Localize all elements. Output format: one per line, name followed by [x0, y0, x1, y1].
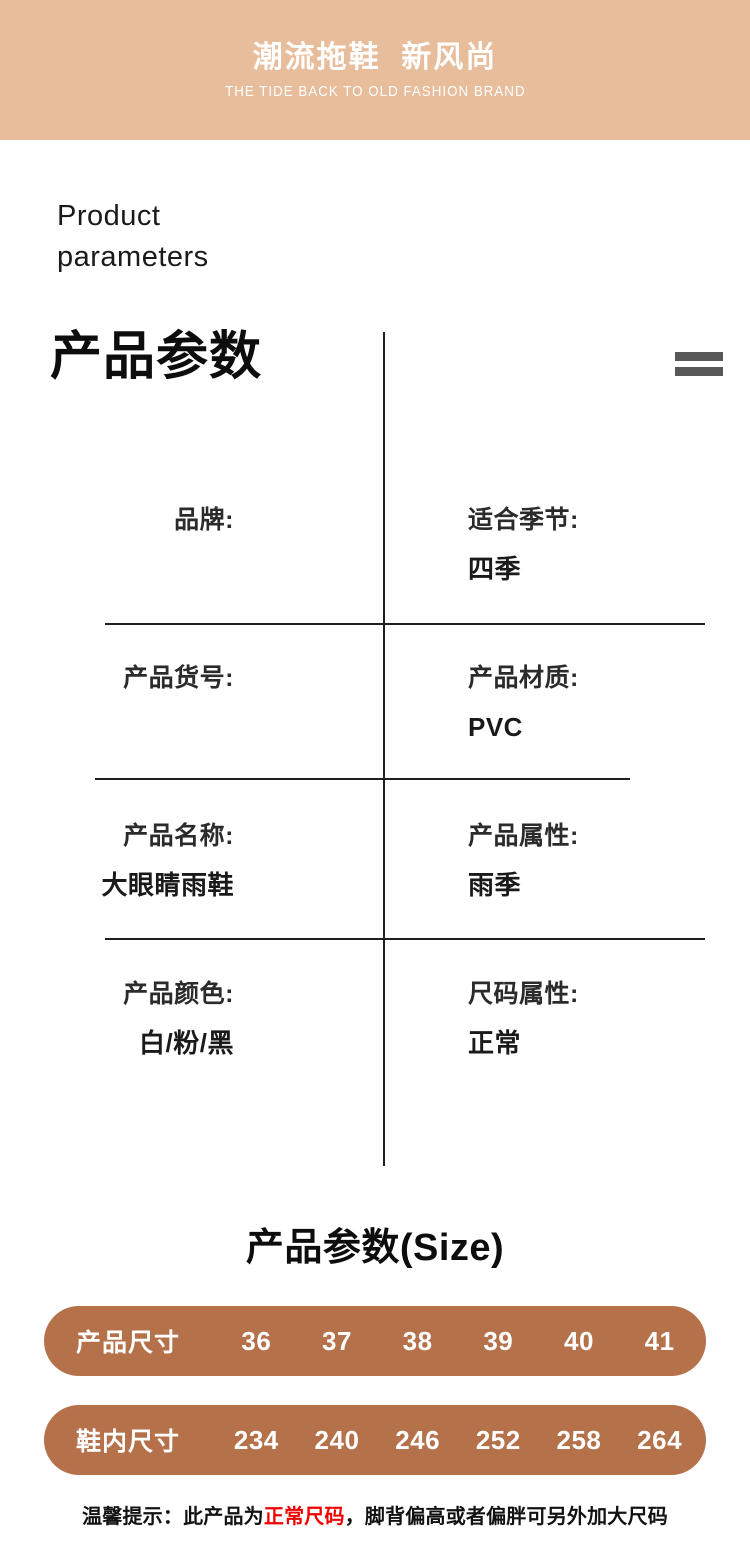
size-row-values: 36 37 38 39 40 41	[216, 1326, 706, 1357]
param-label: 产品货号:	[123, 664, 234, 692]
size-value: 40	[563, 1325, 594, 1356]
param-value: 白/粉/黑	[139, 1028, 234, 1059]
param-label: 产品颜色:	[123, 980, 234, 1008]
param-value: 四季	[468, 554, 522, 585]
size-value: 37	[322, 1325, 352, 1356]
size-value: 234	[233, 1424, 279, 1455]
param-value: 大眼睛雨鞋	[101, 870, 234, 901]
vertical-divider	[383, 332, 385, 1166]
size-value: 246	[395, 1424, 441, 1455]
param-label: 适合季节:	[468, 506, 579, 534]
banner-title: 潮流拖鞋 新风尚	[252, 40, 498, 74]
size-value: 240	[314, 1424, 360, 1455]
param-cell: 产品属性: 雨季	[383, 821, 750, 902]
row-divider-1	[105, 623, 705, 625]
header-banner: 潮流拖鞋 新风尚 THE TIDE BACK TO OLD FASHION BR…	[0, 0, 750, 140]
equal-bars-icon	[675, 352, 723, 376]
param-label: 产品名称:	[123, 822, 234, 850]
page-title: 产品参数	[50, 328, 263, 386]
size-tip: 温馨提示：此产品为正常尺码，脚背偏高或者偏胖可另外加大尺码	[0, 1500, 750, 1529]
param-label: 品牌:	[174, 506, 234, 534]
size-row: 鞋内尺寸 234 240 246 252 258 264	[44, 1405, 706, 1475]
equal-bar-bottom	[675, 367, 723, 376]
tip-highlight: 正常尺码	[263, 1506, 345, 1528]
row-divider-3	[105, 938, 705, 940]
eyebrow-line-1: Product	[57, 200, 161, 232]
param-label: 产品材质:	[468, 664, 579, 692]
size-row-label: 产品尺寸	[76, 1329, 181, 1357]
param-value: 正常	[468, 1028, 522, 1059]
param-label: 尺码属性:	[468, 980, 579, 1008]
param-value: 雨季	[468, 870, 522, 901]
size-row: 产品尺寸 36 37 38 39 40 41	[44, 1306, 706, 1376]
equal-bar-top	[675, 352, 723, 361]
param-cell: 产品名称: 大眼睛雨鞋	[0, 821, 367, 902]
param-value: PVC	[468, 712, 523, 743]
param-cell: 尺码属性: 正常	[383, 979, 750, 1060]
size-value: 36	[241, 1325, 272, 1356]
size-section-title: 产品参数(Size)	[245, 1227, 505, 1269]
param-cell: 适合季节: 四季	[383, 505, 750, 586]
size-value: 264	[637, 1424, 683, 1455]
size-value: 258	[556, 1424, 602, 1455]
size-value: 252	[475, 1424, 521, 1455]
param-cell: 产品货号:	[0, 663, 367, 712]
param-label: 产品属性:	[468, 822, 579, 850]
banner-subtitle: THE TIDE BACK TO OLD FASHION BRAND	[224, 83, 526, 100]
param-cell: 品牌:	[0, 505, 367, 554]
tip-suffix: ，脚背偏高或者偏胖可另外加大尺码	[344, 1506, 668, 1528]
size-row-values: 234 240 246 252 258 264	[216, 1425, 706, 1456]
row-divider-2	[95, 778, 630, 780]
tip-prefix: 温馨提示：此产品为	[82, 1506, 264, 1528]
eyebrow-line-2: parameters	[57, 241, 209, 274]
size-value: 38	[402, 1325, 433, 1356]
param-cell: 产品材质: PVC	[383, 663, 750, 744]
parameter-table: 品牌: 适合季节: 四季 产品货号: 产品材质: PVC 产品名称: 大眼睛雨鞋…	[0, 332, 750, 1168]
size-value: 39	[483, 1325, 514, 1356]
size-row-label: 鞋内尺寸	[76, 1428, 181, 1456]
section-eyebrow: Product parameters	[57, 196, 457, 279]
size-value: 41	[644, 1325, 675, 1356]
param-cell: 产品颜色: 白/粉/黑	[0, 979, 367, 1060]
